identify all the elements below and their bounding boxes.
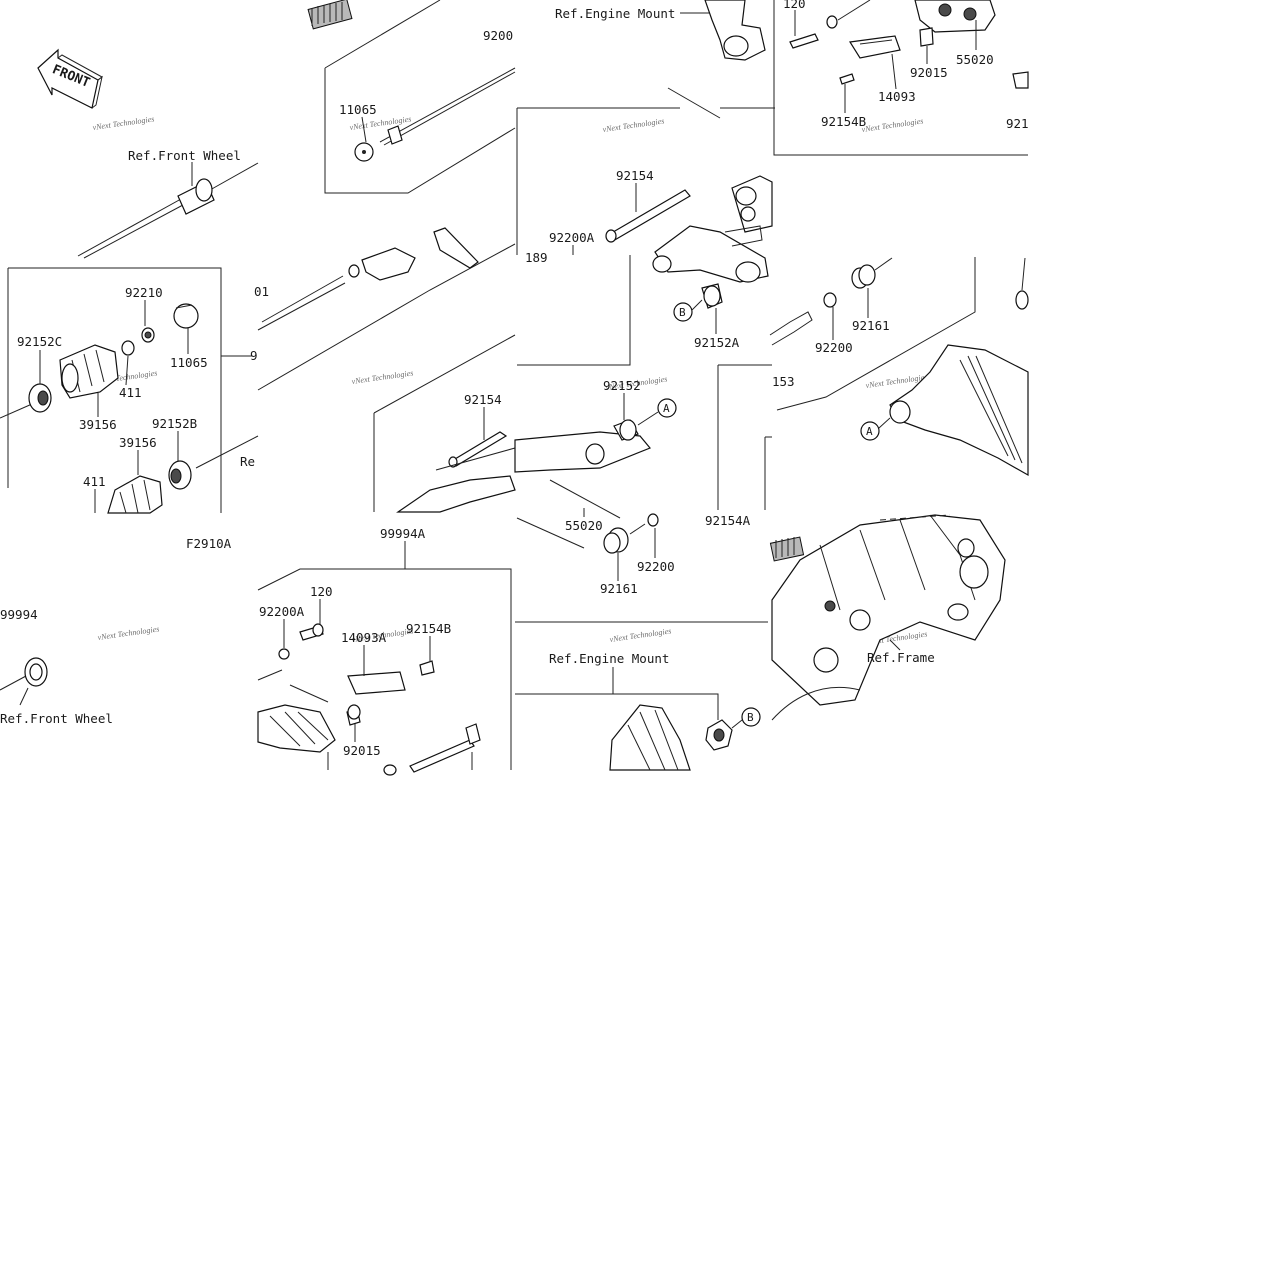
part-label-92154-upper: 92154 [616,168,654,183]
part-label-92161-center: 92161 [600,581,638,596]
ref-engine-mount-label-top: Ref.Engine Mount [555,6,675,21]
callout-a-label-right: A [866,425,873,438]
part-label-92015-bottom: 92015 [343,743,381,758]
part-label-55020-center: 55020 [565,518,603,533]
part-label-92152C: 92152C [17,334,62,349]
bottom-center-slider-kit: 99994A 120 92200A 14093A 92154B 92015 [257,526,512,776]
part-label-92154B-bottom: 92154B [406,621,451,636]
part-label-99994: 99994 [0,607,38,622]
ref-engine-mount-label-bottom: Ref.Engine Mount [549,651,669,666]
figure-code: F2910A [186,536,232,551]
watermark: vNext Technologies [92,114,155,132]
part-label-9200: 9200 [483,28,513,43]
callout-b-label-bottom: B [747,711,754,724]
part-label-921-top: 921 [1006,116,1029,131]
watermark: vNext Technologies [602,116,665,134]
watermark: vNext Technologies [97,624,160,642]
part-label-153: 153 [772,374,795,389]
part-label-92210: 92210 [125,285,163,300]
front-wheel-axle: Ref.Front Wheel [77,148,259,259]
part-label-92152A: 92152A [694,335,740,350]
part-label-55020-top: 55020 [956,52,994,67]
right-side-bracket: A [860,344,1029,477]
part-label-92200-center: 92200 [637,559,675,574]
watermark: vNext Technologies [609,626,672,644]
part-label-99994A: 99994A [380,526,426,541]
top-right-frame-slider: 120 55020 92015 14093 92154B 921 [773,0,1029,156]
part-label-92154-center: 92154 [464,392,502,407]
center-lower-bracket: A 92154 92152 55020 92200 92161 92154A [257,227,772,623]
watermark: vNext Technologies [861,116,924,134]
part-label-92015-top: 92015 [910,65,948,80]
ref-frame-label: Ref.Frame [867,650,935,665]
frame-assembly: Ref.Frame [769,514,1006,721]
engine-mount-bottom: Ref.Engine Mount B [515,651,761,771]
ref-front-wheel-label-bottom: Ref.Front Wheel [0,711,113,726]
callout-b-circle-bottom [741,707,761,727]
part-label-92200-right: 92200 [815,340,853,355]
callout-a-circle-right [860,421,880,441]
front-arrow-icon: FRONT [37,48,103,109]
bolt-9200-group: 11065 9200 [307,0,516,194]
part-label-120-top: 120 [783,0,806,11]
part-label-92200A-bottom: 92200A [259,604,305,619]
callout-a-label-center: A [663,402,670,415]
part-label-01-partial: 01 [254,284,269,299]
part-label-92154B-top: 92154B [821,114,866,129]
part-label-189: 189 [525,250,548,265]
part-label-92161-right: 92161 [852,318,890,333]
part-label-39156-upper: 39156 [79,417,117,432]
part-label-92200A-upper: 92200A [549,230,595,245]
callout-a-circle-center [657,398,677,418]
part-label-92152-center: 92152 [603,378,641,393]
callout-b-label: B [679,306,686,319]
part-label-39156-lower: 39156 [119,435,157,450]
engine-mount-top: Ref.Engine Mount [555,0,775,119]
part-label-11065-left: 11065 [170,355,208,370]
ref-front-wheel-label-top: Ref.Front Wheel [128,148,241,163]
center-right-bushing-group: 92161 92200 153 [769,257,1029,411]
part-label-411-upper: 411 [119,385,142,400]
ref-re-partial: Re [240,454,255,469]
left-slider-kit: 9 01 92210 92152C 11065 411 39156 92152B… [0,267,269,551]
watermark: vNext Technologies [351,368,414,386]
part-label-120-bottom: 120 [310,584,333,599]
part-label-92152B: 92152B [152,416,197,431]
part-label-14093: 14093 [878,89,916,104]
part-label-9-partial: 9 [250,348,258,363]
part-label-92154A: 92154A [705,513,751,528]
part-label-11065-top: 11065 [339,102,377,117]
part-label-411-lower: 411 [83,474,106,489]
bottom-left-spacer: 99994 Ref.Front Wheel [0,607,113,726]
part-label-14093A: 14093A [341,630,387,645]
callout-b-circle [673,302,693,322]
upper-center-bracket: 92154 92200A 189 92152A B [516,107,773,350]
